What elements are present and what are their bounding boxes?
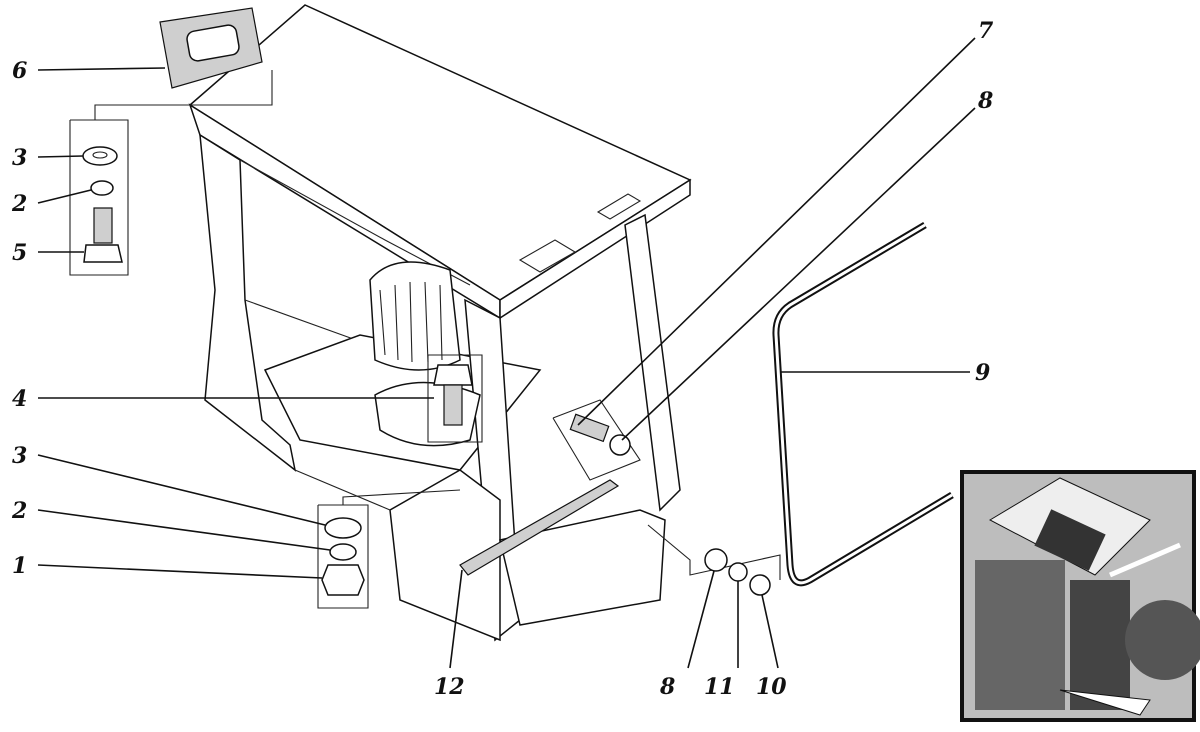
callout-2-upper: 2 [11,191,27,217]
callout-10: 10 [756,674,787,700]
roof-light [159,7,263,89]
callout-3-upper: 3 [12,145,27,171]
seat-bolt-box [427,354,483,443]
cab-rear-pillar [199,133,297,472]
callout-1: 1 [12,553,27,579]
leader-lines [37,37,976,669]
callout-11: 11 [704,674,735,700]
callout-12: 12 [434,674,465,700]
callout-2-lower: 2 [11,498,27,524]
callout-9: 9 [975,360,990,386]
callout-3-lower: 3 [12,443,27,469]
callout-8-upper: 8 [977,88,993,114]
inset-photo [960,470,1200,722]
sill-strip [459,479,620,576]
callout-7: 7 [978,18,994,44]
callout-8-lower: 8 [659,674,675,700]
front-bolt-group [552,399,641,481]
glass-seal [772,221,954,587]
callout-4: 4 [12,386,27,412]
cab-body [188,4,692,642]
callout-6: 6 [12,58,27,84]
callout-5: 5 [12,240,27,266]
seat [369,261,461,371]
cab-front-pillar [624,213,681,512]
front-nut-group [647,524,781,596]
lower-fastener-group [317,489,461,609]
upper-fastener-group [69,70,273,276]
